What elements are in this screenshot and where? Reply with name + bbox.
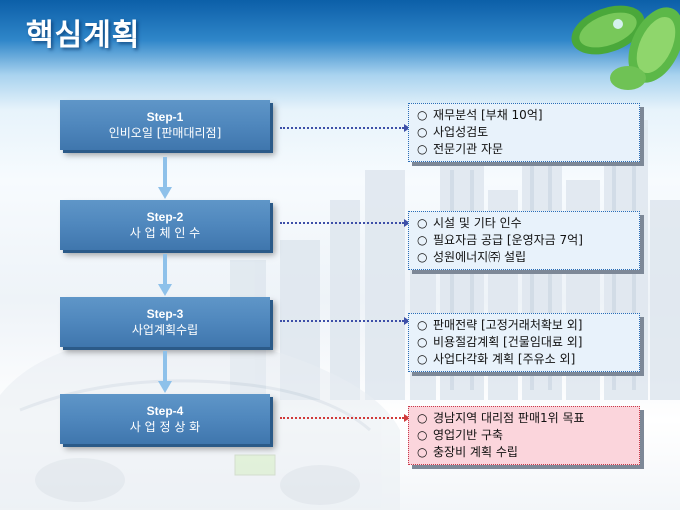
page-title: 핵심계획 bbox=[26, 18, 141, 53]
step-3-subtitle: 사업계획수립 bbox=[131, 322, 199, 337]
dotted-connector-2 bbox=[280, 219, 410, 227]
list-item-text: 영업기반 구축 bbox=[433, 428, 504, 442]
list-item: ○ 영업기반 구축 bbox=[417, 427, 633, 444]
step-2-box: Step-2 사 업 체 인 수 bbox=[60, 200, 270, 250]
circle-bullet-icon: ○ bbox=[417, 352, 428, 366]
green-leaf-icon bbox=[571, 5, 680, 90]
list-item-text: 판매전략 [고정거래처확보 외] bbox=[433, 318, 583, 332]
circle-bullet-icon: ○ bbox=[417, 250, 428, 264]
list-item-text: 사업성검토 bbox=[433, 125, 489, 139]
step-4-details: ○ 경남지역 대리점 판매1위 목표 ○ 영업기반 구축 ○ 충장비 계획 수립 bbox=[408, 406, 640, 465]
circle-bullet-icon: ○ bbox=[417, 411, 428, 425]
circle-bullet-icon: ○ bbox=[417, 335, 428, 349]
step-1-box: Step-1 인비오일 [판매대리점] bbox=[60, 100, 270, 150]
circle-bullet-icon: ○ bbox=[417, 445, 428, 459]
list-item: ○ 경남지역 대리점 판매1위 목표 bbox=[417, 410, 633, 427]
list-item: ○ 사업다각화 계획 [주유소 외] bbox=[417, 351, 633, 368]
step-1-details: ○ 재무분석 [부채 10억] ○ 사업성검토 ○ 전문기관 자문 bbox=[408, 103, 640, 162]
step-2-subtitle: 사 업 체 인 수 bbox=[129, 225, 201, 240]
dotted-connector-3 bbox=[280, 317, 410, 325]
list-item-text: 사업다각화 계획 [주유소 외] bbox=[433, 352, 576, 366]
list-item-text: 재무분석 [부채 10억] bbox=[433, 108, 543, 122]
list-item: ○ 비용절감계획 [건물임대료 외] bbox=[417, 334, 633, 351]
list-item-text: 충장비 계획 수립 bbox=[433, 445, 518, 459]
step-3-title: Step-3 bbox=[146, 306, 184, 321]
down-arrow-icon bbox=[158, 351, 172, 393]
circle-bullet-icon: ○ bbox=[417, 233, 428, 247]
circle-bullet-icon: ○ bbox=[417, 318, 428, 332]
circle-bullet-icon: ○ bbox=[417, 125, 428, 139]
list-item-text: 성원에너지㈜ 설립 bbox=[433, 250, 527, 264]
list-item: ○ 필요자금 공급 [운영자금 7억] bbox=[417, 232, 633, 249]
circle-bullet-icon: ○ bbox=[417, 428, 428, 442]
list-item-text: 시설 및 기타 인수 bbox=[433, 216, 522, 230]
step-3-box: Step-3 사업계획수립 bbox=[60, 297, 270, 347]
step-3-details: ○ 판매전략 [고정거래처확보 외] ○ 비용절감계획 [건물임대료 외] ○ 사업다… bbox=[408, 313, 640, 372]
step-4-box: Step-4 사 업 정 상 화 bbox=[60, 394, 270, 444]
step-4-title: Step-4 bbox=[146, 403, 184, 418]
dotted-connector-4 bbox=[280, 414, 410, 422]
down-arrow-icon bbox=[158, 157, 172, 199]
step-1-subtitle: 인비오일 [판매대리점] bbox=[108, 125, 222, 140]
circle-bullet-icon: ○ bbox=[417, 108, 428, 122]
list-item-text: 비용절감계획 [건물임대료 외] bbox=[433, 335, 583, 349]
list-item-text: 전문기관 자문 bbox=[433, 142, 504, 156]
list-item: ○ 충장비 계획 수립 bbox=[417, 444, 633, 461]
step-2-details: ○ 시설 및 기타 인수 ○ 필요자금 공급 [운영자금 7억] ○ 성원에너지㈜ 설… bbox=[408, 211, 640, 270]
circle-bullet-icon: ○ bbox=[417, 142, 428, 156]
list-item-text: 필요자금 공급 [운영자금 7억] bbox=[433, 233, 583, 247]
down-arrow-icon bbox=[158, 254, 172, 296]
step-4-subtitle: 사 업 정 상 화 bbox=[129, 419, 201, 434]
dotted-connector-1 bbox=[280, 124, 410, 132]
list-item: ○ 전문기관 자문 bbox=[417, 141, 633, 158]
list-item: ○ 판매전략 [고정거래처확보 외] bbox=[417, 317, 633, 334]
list-item: ○ 시설 및 기타 인수 bbox=[417, 215, 633, 232]
list-item: ○ 성원에너지㈜ 설립 bbox=[417, 249, 633, 266]
list-item-text: 경남지역 대리점 판매1위 목표 bbox=[433, 411, 585, 425]
list-item: ○ 재무분석 [부채 10억] bbox=[417, 107, 633, 124]
step-1-title: Step-1 bbox=[146, 109, 184, 124]
circle-bullet-icon: ○ bbox=[417, 216, 428, 230]
list-item: ○ 사업성검토 bbox=[417, 124, 633, 141]
step-2-title: Step-2 bbox=[146, 209, 184, 224]
